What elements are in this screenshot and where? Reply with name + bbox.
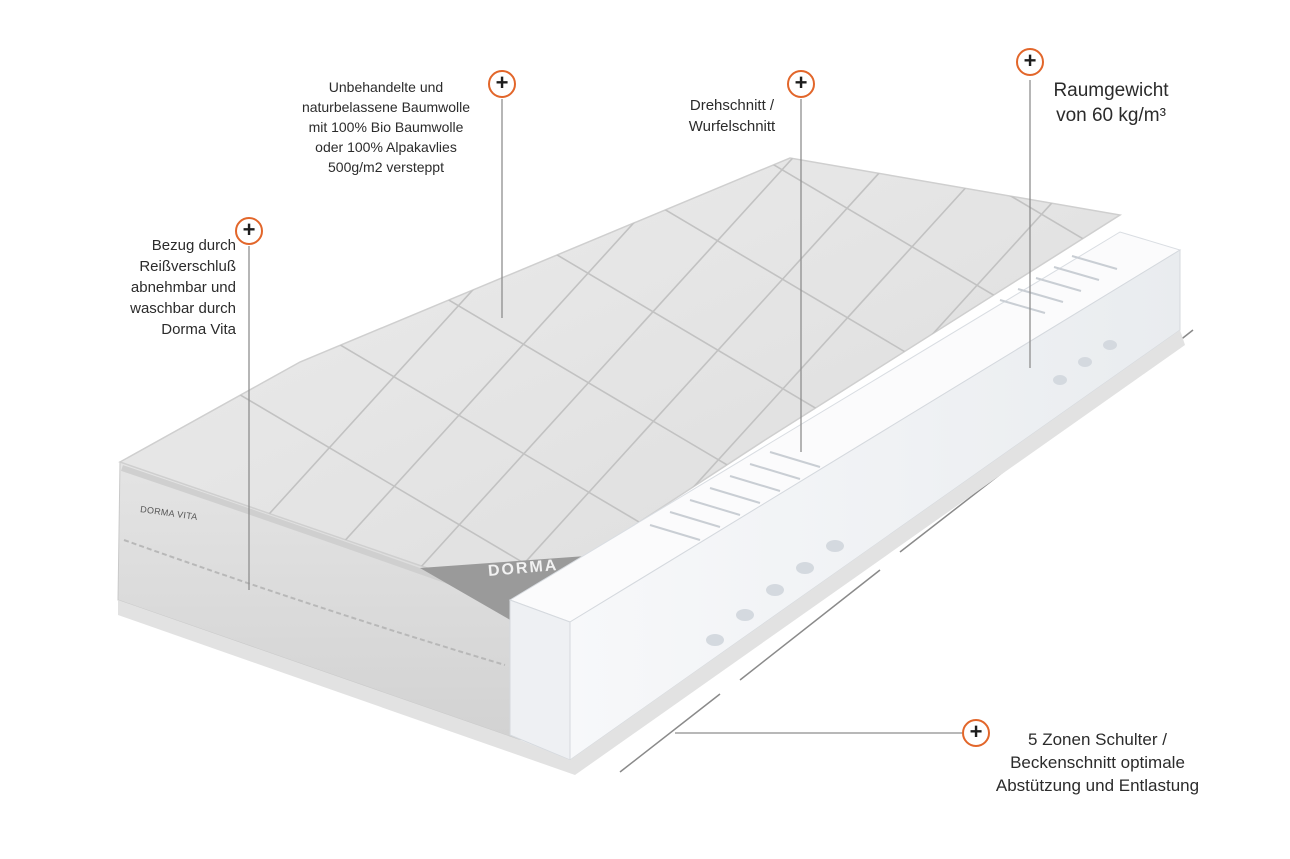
annotation-cut: Drehschnitt / Wurfelschnitt — [688, 97, 776, 135]
foam-zone-slots-near — [649, 451, 821, 541]
plus-icon: + — [242, 217, 256, 242]
hotspot-cotton[interactable]: + — [488, 70, 516, 98]
foam-side-holes — [706, 340, 1117, 646]
callout-lines — [248, 80, 1031, 734]
hotspot-cut[interactable]: + — [787, 70, 815, 98]
plus-icon: + — [794, 70, 808, 95]
annotation-cotton: Unbehandelte und naturbelassene Baumwoll… — [301, 79, 471, 175]
foam-zone-slots-far — [999, 255, 1118, 314]
hotspot-cover[interactable]: + — [235, 217, 263, 245]
annotation-density: Raumgewicht von 60 kg/m³ — [1053, 80, 1169, 126]
plus-icon: + — [495, 70, 509, 95]
annotation-zones: 5 Zonen Schulter / Beckenschnitt optimal… — [995, 730, 1200, 795]
plus-icon: + — [1023, 48, 1037, 73]
plus-icon: + — [969, 719, 983, 744]
hotspot-zones[interactable]: + — [962, 719, 990, 747]
hotspot-density[interactable]: + — [1016, 48, 1044, 76]
foam-core-end — [509, 599, 571, 761]
annotation-cover: Bezug durch Reißverschluß abnehmbar und … — [130, 237, 236, 338]
